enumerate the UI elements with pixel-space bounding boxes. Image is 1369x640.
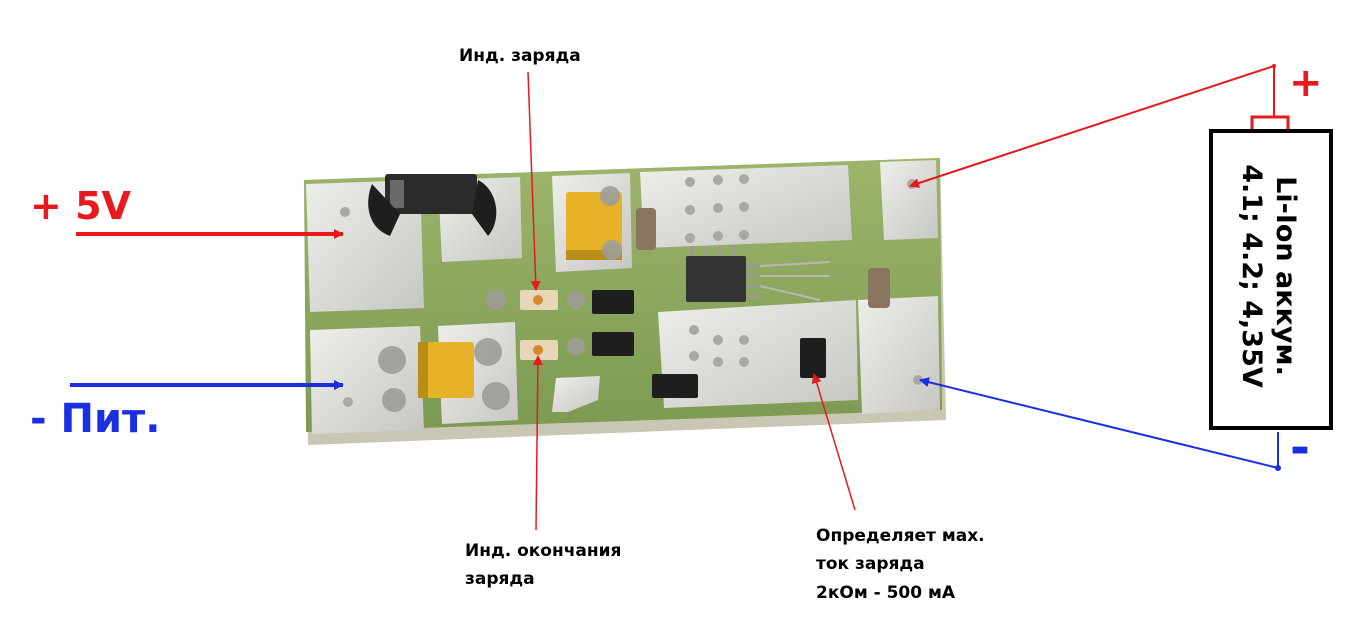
ic-chip-icon	[686, 246, 831, 302]
plus-5v-label: + 5V	[30, 184, 131, 228]
charge-indicator-pointer	[527, 71, 541, 291]
pad-battery-plus	[880, 160, 938, 240]
pad-bottom-center	[658, 300, 858, 408]
battery-icon	[1209, 115, 1333, 430]
current-note-line2: ток заряда	[816, 554, 925, 574]
current-resistor-pointer	[811, 373, 856, 511]
current-note-line3: 2кОм - 500 мА	[816, 583, 956, 603]
current-note-line1: Определяет мах.	[816, 526, 985, 546]
resistor-icon	[592, 208, 890, 398]
charge-indicator-label: Инд. заряда	[459, 46, 581, 66]
pad-minus	[310, 326, 424, 434]
capacitor-icon	[418, 342, 474, 398]
led-icon	[520, 340, 558, 360]
pad-battery-minus	[858, 296, 940, 414]
diode-icon	[368, 174, 497, 236]
battery-label-line1: Li-Ion аккум.	[1270, 176, 1301, 376]
minus-power-label: - Пит.	[30, 396, 161, 442]
battery-label-line2: 4.1; 4.2; 4,35V	[1236, 164, 1267, 388]
battery-plus-label: +	[1289, 60, 1323, 106]
end-charge-label-line1: Инд. окончания	[465, 541, 622, 561]
battery-minus-label: -	[1290, 420, 1310, 476]
end-charge-pointer	[532, 355, 543, 531]
end-charge-label-line2: заряда	[465, 569, 535, 589]
led-icon	[520, 290, 558, 310]
